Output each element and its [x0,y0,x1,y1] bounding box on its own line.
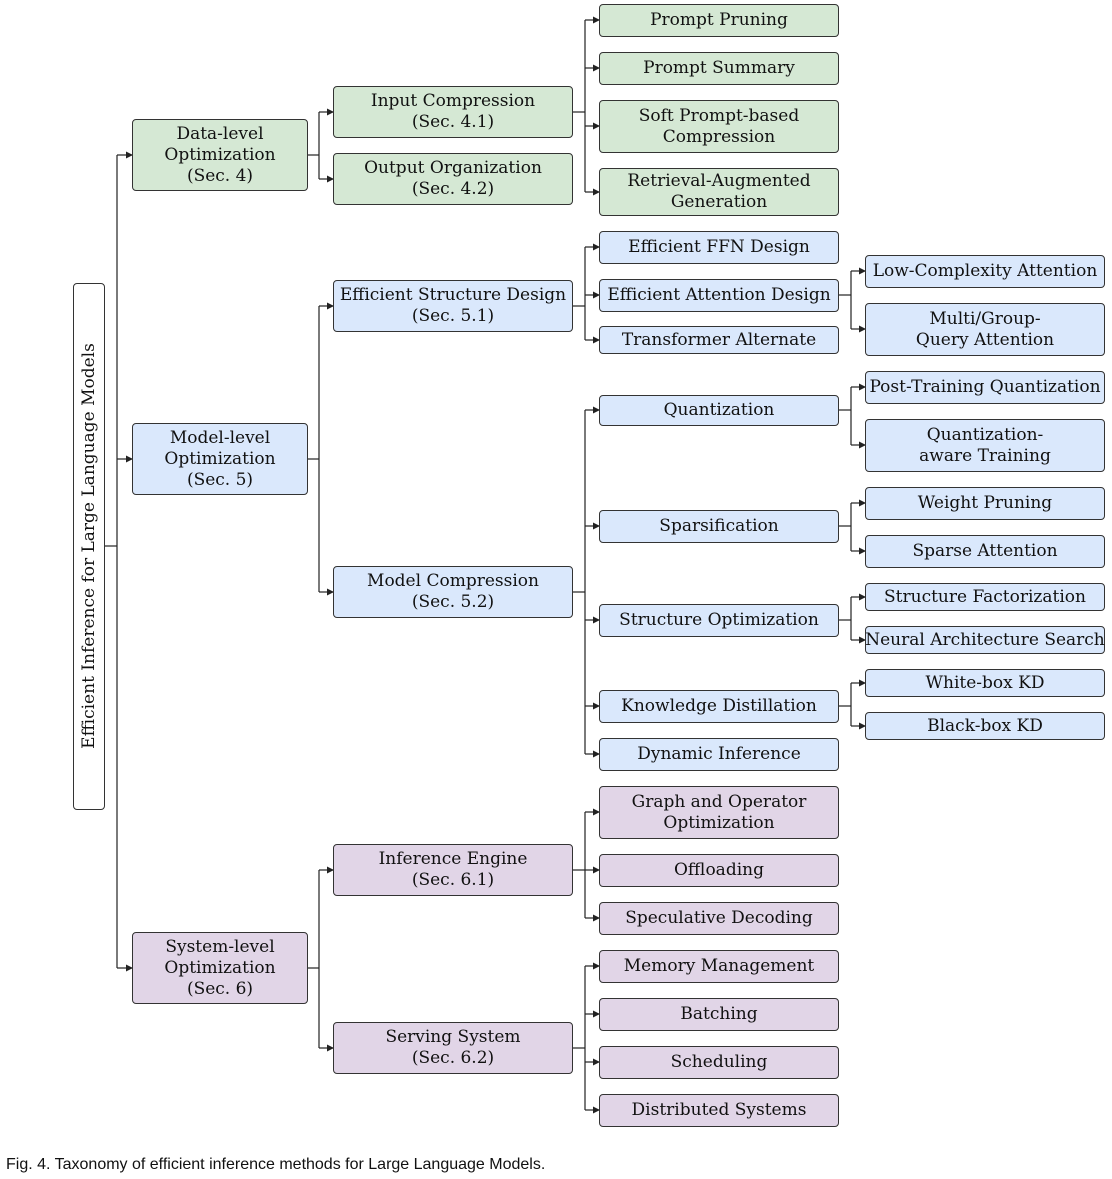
node-text-line: Serving System [385,1027,521,1047]
node-text-line: Optimization [164,448,276,469]
node-text-line: Structure Optimization [619,610,819,630]
node-text-line: Scheduling [670,1052,768,1072]
ptq-node: Post-Training Quantization [865,371,1105,404]
node-text-line: Multi/Group- [929,308,1041,329]
node-text-line: Prompt Summary [643,58,795,78]
ffn-design-node: Efficient FFN Design [599,231,839,264]
node-text-line: System-level [165,936,275,957]
node-text-line: (Sec. 4) [186,165,254,186]
node-text-line: Low-Complexity Attention [872,261,1098,281]
node-text-line: Sparsification [659,516,779,536]
node-text-line: (Sec. 6.1) [411,870,495,890]
weight-pruning-node: Weight Pruning [865,487,1105,520]
structure-opt-node: Structure Optimization [599,604,839,637]
efficient-structure-node: Efficient Structure Design(Sec. 5.1) [333,280,573,332]
node-text-line: (Sec. 4.2) [411,179,495,199]
figure-caption: Fig. 4. Taxonomy of efficient inference … [6,1156,546,1173]
node-text-line: Weight Pruning [917,493,1053,513]
node-text-line: Graph and Operator [631,791,807,812]
serving-system-node: Serving System(Sec. 6.2) [333,1022,573,1074]
attention-design-node: Efficient Attention Design [599,279,839,312]
node-text-line: Retrieval-Augmented [627,171,811,191]
node-text-line: aware Training [919,445,1051,466]
output-organization-node: Output Organization(Sec. 4.2) [333,153,573,205]
prompt-pruning-node: Prompt Pruning [599,4,839,37]
node-text-line: Data-level [176,123,264,144]
knowledge-distillation-node: Knowledge Distillation [599,690,839,723]
distributed-systems-node: Distributed Systems [599,1094,839,1127]
node-text-line: (Sec. 4.1) [411,112,495,132]
node-text-line: Optimization [164,957,276,978]
offloading-node: Offloading [599,854,839,887]
node-text-line: Offloading [674,860,764,880]
dynamic-inference-node: Dynamic Inference [599,738,839,771]
node-text-line: Optimization [164,144,276,165]
node-text-line: Generation [670,192,768,212]
node-text-line: Knowledge Distillation [621,696,817,716]
input-compression-node: Input Compression(Sec. 4.1) [333,86,573,138]
node-text-line: Inference Engine [378,849,528,869]
mqa-node: Multi/Group-Query Attention [865,303,1105,356]
blackbox-kd-node: Black-box KD [865,712,1105,740]
node-text-line: Query Attention [915,329,1055,350]
node-text-line: Transformer Alternate [621,329,817,350]
node-text-line: Input Compression [370,91,536,111]
sparse-attention-node: Sparse Attention [865,535,1105,568]
node-text-line: Dynamic Inference [637,744,801,764]
node-text-line: Sparse Attention [912,541,1058,561]
node-text-line: Memory Management [623,956,815,976]
node-text-line: White-box KD [925,672,1045,693]
node-text-line: (Sec. 6) [186,978,254,999]
inference-engine-node: Inference Engine(Sec. 6.1) [333,844,573,896]
node-text-line: (Sec. 5) [186,469,254,490]
prompt-summary-node: Prompt Summary [599,52,839,85]
node-text-line: Structure Factorization [884,586,1086,607]
node-text-line: Model Compression [367,571,539,591]
node-text-line: Post-Training Quantization [869,377,1101,397]
node-text-line: Compression [662,126,776,147]
node-text-line: Quantization [663,400,775,420]
node-text-line: Quantization- [926,424,1044,445]
node-text-line: Prompt Pruning [650,10,788,30]
node-text-line: Efficient Structure Design [339,285,567,305]
transformer-alt-node: Transformer Alternate [599,326,839,354]
taxonomy-diagram: Efficient Inference for Large Language M… [73,4,1105,1127]
node-text-line: Efficient Attention Design [607,285,831,305]
memory-management-node: Memory Management [599,950,839,983]
qat-node: Quantization-aware Training [865,419,1105,472]
speculative-decoding-node: Speculative Decoding [599,902,839,935]
structure-factorization-node: Structure Factorization [865,583,1105,611]
low-complexity-attention-node: Low-Complexity Attention [865,255,1105,288]
batching-node: Batching [599,998,839,1031]
node-text-line: Speculative Decoding [625,908,813,928]
node-text-line: (Sec. 5.2) [411,592,495,612]
node-text-line: Black-box KD [927,715,1043,736]
whitebox-kd-node: White-box KD [865,669,1105,697]
node-text-line: Soft Prompt-based [638,105,800,126]
sparsification-node: Sparsification [599,510,839,543]
scheduling-node: Scheduling [599,1046,839,1079]
quantization-node: Quantization [599,395,839,426]
tree-connectors [105,16,866,1114]
node-text-line: Output Organization [364,158,542,178]
node-text-line: Model-level [169,427,271,448]
node-text-line: (Sec. 5.1) [411,306,495,326]
node-text-line: Distributed Systems [631,1100,807,1120]
node-text-line: Optimization [663,812,775,833]
model-compression-node: Model Compression(Sec. 5.2) [333,566,573,618]
node-text-line: (Sec. 6.2) [411,1048,495,1068]
nas-node: Neural Architecture Search [865,626,1105,654]
node-text-line: Efficient FFN Design [628,237,810,257]
node-text-line: Batching [680,1004,758,1024]
node-text-line: Neural Architecture Search [865,629,1105,650]
root-label: Efficient Inference for Large Language M… [79,343,99,749]
root-node [73,283,105,810]
